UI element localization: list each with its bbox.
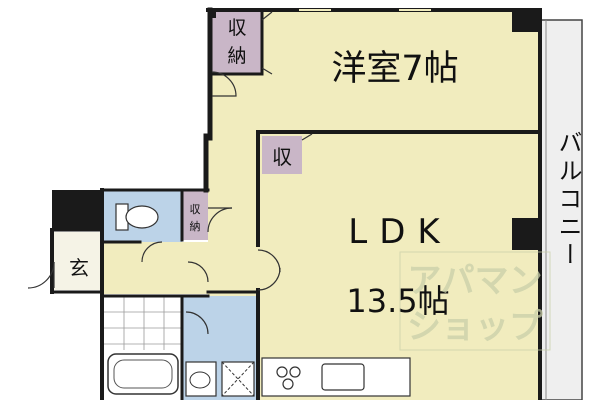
closet-door-marks: [261, 11, 313, 141]
doors: [27, 71, 281, 335]
washer-pan-cross-2: [221, 361, 255, 397]
watermark-line-2: ショップ: [407, 307, 543, 347]
bathtub: [107, 353, 179, 395]
stove-burner-3: [282, 378, 294, 390]
closet-ldk-floor: [262, 136, 302, 174]
watermark-logo: アパマン ショップ: [399, 251, 551, 351]
balcony-label: バルコニー: [554, 130, 582, 270]
corridor-floor: [100, 242, 208, 294]
closet-top-label-1: 収: [227, 17, 246, 39]
ldk-size-label: 13.5帖: [346, 282, 449, 320]
toilet-bowl: [125, 205, 159, 229]
closet-hall-label-2: 納: [190, 220, 201, 233]
bathtub-inner: [113, 359, 173, 389]
washbasin-bowl: [189, 371, 211, 389]
western-room-floor: [262, 12, 540, 132]
ldk-label: LDK: [348, 212, 451, 252]
watermark-line-1: アパマン: [407, 261, 542, 301]
watermark-frame: [399, 251, 551, 351]
washer-pan-cross: [221, 361, 255, 397]
stove-burner-1: [276, 366, 288, 378]
column-left: [52, 190, 102, 230]
closet-ldk-label: 収: [272, 145, 292, 169]
closet-hall-floor: [182, 190, 208, 240]
stove-burner-2: [289, 366, 301, 378]
washbasin: [185, 361, 217, 397]
closet-top-floor: [212, 12, 262, 74]
western-room-label: 洋室7帖: [331, 49, 458, 89]
closet-hall-label-1: 収: [190, 203, 201, 216]
bath-tiles: [104, 296, 182, 350]
entrance-floor: [54, 232, 104, 290]
ldk-floor: [258, 132, 540, 400]
column-top-right: [512, 10, 540, 32]
closet-top-label-2: 納: [227, 45, 246, 67]
kitchen-sink: [321, 363, 365, 391]
entrance-label: 玄: [69, 256, 89, 280]
hallway-top-floor: [212, 74, 262, 138]
column-mid-right: [512, 218, 540, 250]
walls: [50, 7, 542, 400]
hallway-floor: [208, 136, 258, 296]
column-closet: [208, 10, 216, 18]
